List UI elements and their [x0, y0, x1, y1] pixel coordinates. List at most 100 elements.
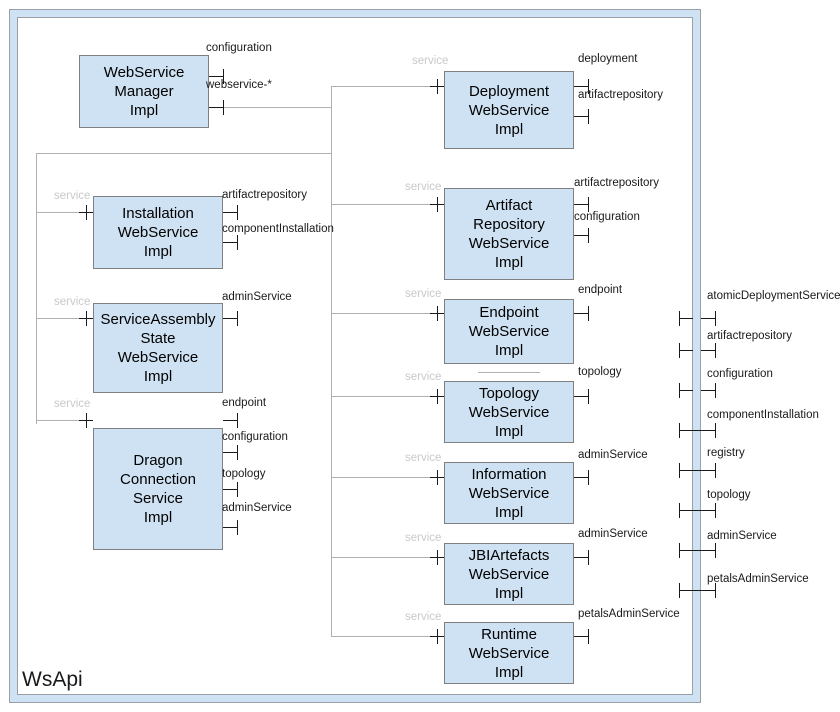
port-bar	[437, 550, 438, 565]
port-label-frame-artifactrepository: artifactrepository	[707, 330, 793, 342]
port-label-dragon-endpoint: endpoint	[222, 397, 267, 409]
port-stem	[574, 396, 588, 397]
port-bar-inner	[679, 383, 680, 398]
port-label-frame-configuration: configuration	[707, 368, 773, 380]
port-stem	[574, 235, 588, 236]
port-stem	[574, 86, 588, 87]
port-bar	[437, 197, 438, 212]
port-bar	[437, 389, 438, 404]
service-label-endpoint-service: service	[405, 288, 442, 300]
port-stem-inner	[679, 550, 715, 551]
service-label-topology-service: service	[405, 371, 442, 383]
port-bar	[86, 311, 87, 326]
port-label-endpoint-endpoint: endpoint	[578, 284, 623, 296]
port-bar	[86, 205, 87, 220]
connector-segment	[331, 477, 444, 478]
port-bar	[588, 629, 589, 644]
port-stem-outer	[701, 390, 715, 391]
port-stem	[223, 242, 237, 243]
port-bar	[588, 228, 589, 243]
port-label-topology-topology: topology	[578, 366, 622, 378]
port-label-runtime-petalsadminservice: petalsAdminService	[578, 608, 680, 620]
port-stem	[209, 76, 223, 77]
port-bar-outer	[715, 463, 716, 478]
service-label-dragon-service: service	[54, 398, 91, 410]
port-bar-inner	[679, 503, 680, 518]
port-bar-inner	[679, 311, 680, 326]
port-bar	[237, 445, 238, 460]
port-label-sastate-adminservice: adminService	[222, 291, 292, 303]
connector-segment	[36, 420, 93, 421]
port-bar-outer	[715, 583, 716, 598]
port-bar	[437, 306, 438, 321]
port-bar	[588, 389, 589, 404]
port-bar-outer	[715, 503, 716, 518]
port-stem	[223, 212, 237, 213]
port-stem	[574, 477, 588, 478]
port-label-deployment-deployment: deployment	[578, 53, 638, 65]
port-bar	[588, 79, 589, 94]
port-stem	[574, 636, 588, 637]
port-label-ws-manager-webservice-star: webservice-*	[206, 79, 272, 91]
connector-segment	[331, 86, 444, 87]
service-label-artifactrepo-service: service	[405, 181, 442, 193]
port-stem	[223, 452, 237, 453]
port-bar-outer	[715, 543, 716, 558]
port-bar	[588, 197, 589, 212]
connector-segment	[36, 318, 93, 319]
port-bar	[437, 79, 438, 94]
connector-segment	[331, 557, 444, 558]
port-stem	[223, 527, 237, 528]
service-label-jbiartefacts-service: service	[405, 532, 442, 544]
service-label-deployment-service: service	[412, 55, 449, 67]
service-label-runtime-service: service	[405, 611, 442, 623]
port-bar-inner	[679, 423, 680, 438]
connector-left-trunk	[36, 153, 37, 424]
connector-segment	[223, 107, 331, 108]
port-bar	[237, 413, 238, 428]
port-bar	[237, 235, 238, 250]
port-label-frame-componentinstallation: componentInstallation	[707, 409, 819, 421]
port-bar-inner	[679, 543, 680, 558]
port-bar	[588, 306, 589, 321]
port-stem-inner	[679, 470, 715, 471]
port-stem-outer	[701, 350, 715, 351]
connector-segment	[331, 204, 444, 205]
port-bar-outer	[715, 383, 716, 398]
port-bar	[588, 550, 589, 565]
port-label-dragon-configuration: configuration	[222, 431, 288, 443]
port-stem-inner	[679, 430, 715, 431]
port-stem	[574, 204, 588, 205]
port-stem	[223, 420, 237, 421]
port-stem	[209, 107, 223, 108]
service-label-installation-service: service	[54, 190, 91, 202]
service-label-information-service: service	[405, 452, 442, 464]
connector-middle-trunk	[331, 86, 332, 636]
connector-segment	[331, 396, 444, 397]
port-stem	[574, 116, 588, 117]
port-label-deployment-artifactrepository: artifactrepository	[578, 89, 664, 101]
connector-segment	[36, 212, 93, 213]
connector-segment	[331, 313, 444, 314]
port-label-artifactrepo-configuration: configuration	[574, 211, 640, 223]
port-label-installation-componentinstallation: componentInstallation	[222, 223, 334, 235]
